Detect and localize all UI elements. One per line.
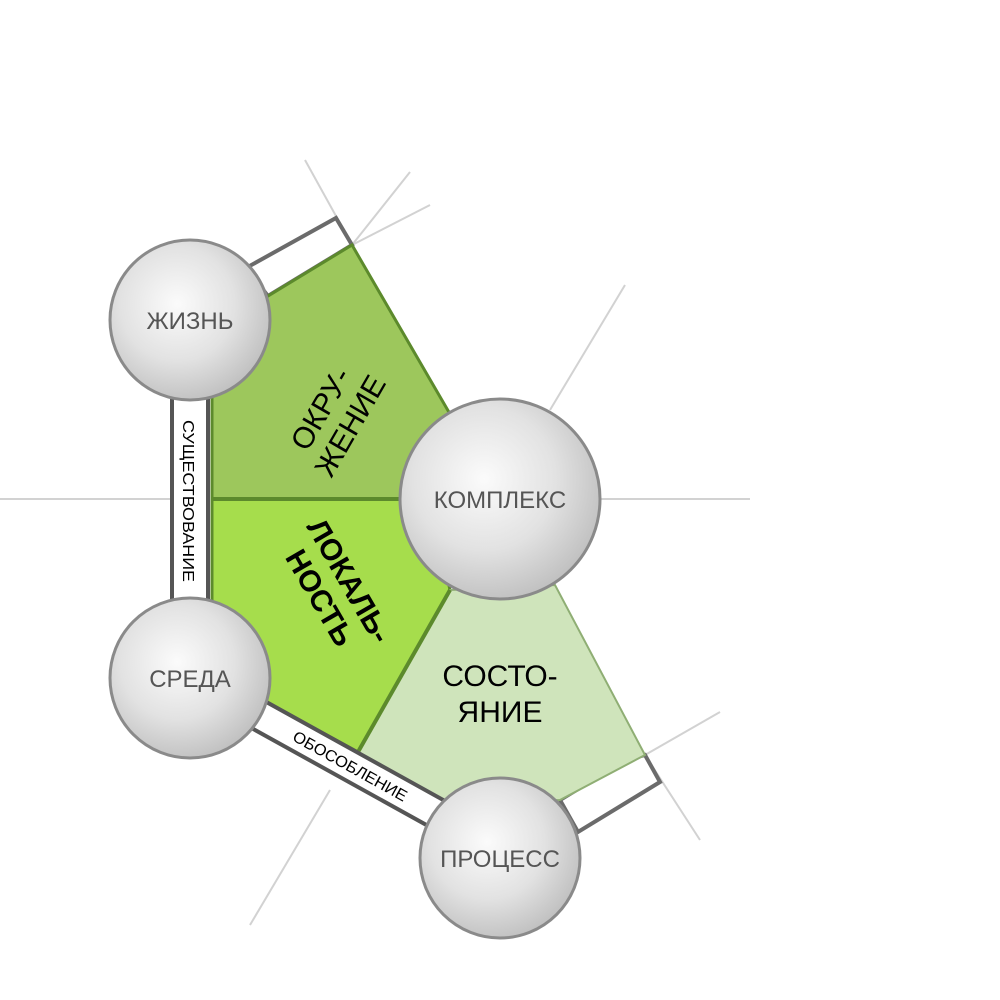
guide-line bbox=[351, 204, 431, 246]
label-state: СОСТО- ЯНИЕ bbox=[442, 660, 557, 729]
divider-line bbox=[356, 589, 452, 753]
node-environment: СРЕДА bbox=[108, 596, 272, 760]
node-label-complex: КОМПЛЕКС bbox=[434, 487, 566, 514]
guide-lines bbox=[0, 159, 750, 926]
node-complex: КОМПЛЕКС bbox=[398, 397, 602, 601]
node-label-process: ПРОЦЕСС bbox=[440, 846, 560, 873]
node-process: ПРОЦЕСС bbox=[418, 776, 582, 940]
guide-line bbox=[351, 171, 411, 246]
edge-label-existence: СУЩЕСТВОВАНИЕ bbox=[179, 420, 196, 582]
guide-line bbox=[249, 789, 331, 926]
guide-line bbox=[549, 284, 626, 411]
edge-bar-existence bbox=[170, 378, 210, 622]
guide-line bbox=[644, 711, 721, 756]
node-life: ЖИЗНЬ bbox=[108, 238, 272, 402]
node-label-environment: СРЕДА bbox=[149, 666, 231, 693]
node-label-life: ЖИЗНЬ bbox=[147, 308, 234, 335]
label-state-line2: ЯНИЕ bbox=[458, 696, 543, 729]
label-state-line1: СОСТО- bbox=[442, 660, 557, 693]
